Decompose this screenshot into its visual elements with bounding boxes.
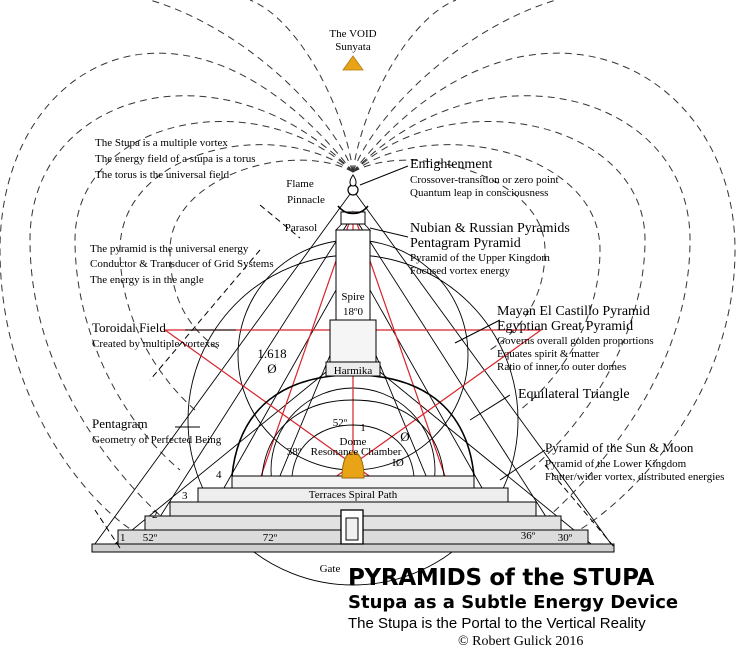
pointer-lines xyxy=(94,165,616,549)
egyptian-title: Egyptian Great Pyramid xyxy=(497,319,633,334)
credit: © Robert Gulick 2016 xyxy=(458,634,584,649)
enlightenment-note-1: Crossover-transition or zero point xyxy=(410,174,559,186)
terrace-4: 4 xyxy=(216,469,222,481)
pyramid-note-1: The pyramid is the universal energy xyxy=(90,243,249,255)
resonance-bell-icon xyxy=(341,451,365,479)
terrace-3: 3 xyxy=(182,490,188,502)
toroidal-field-title: Toroidal Field xyxy=(92,320,166,335)
dome-angle: 52º xyxy=(333,417,348,429)
pyramid-note-2: Conductor & Transducer of Grid Systems xyxy=(90,258,274,270)
dome-number: 1 xyxy=(360,422,366,434)
terrace-2: 2 xyxy=(152,509,158,521)
sunyata-label: Sunyata xyxy=(335,41,371,53)
toroidal-field-sub: Created by multiple vortexes xyxy=(92,338,219,350)
flame-label: Flame xyxy=(286,178,314,190)
toroidal-field-lines xyxy=(0,0,736,541)
title-block: PYRAMIDS of the STUPA Stupa as a Subtle … xyxy=(348,565,736,650)
pentagram-sub: Geometry of Perfected Being xyxy=(92,434,222,446)
main-title: PYRAMIDS of the STUPA xyxy=(348,565,655,591)
mayan-title: Mayan El Castillo Pyramid xyxy=(497,304,650,319)
gate-label: Gate xyxy=(320,563,341,575)
pyramid-note-3: The energy is in the angle xyxy=(90,274,204,286)
angle-30: 30º xyxy=(558,532,573,544)
dome-label: Dome xyxy=(340,436,367,448)
sun-moon-title: Pyramid of the Sun & Moon xyxy=(545,440,694,455)
mayan-note-1: Governs overall golden proportions xyxy=(497,335,654,347)
terraces-label: Terraces Spiral Path xyxy=(309,489,398,501)
pentagram-pyramid-title: Pentagram Pyramid xyxy=(410,236,521,251)
angle-72: 72º xyxy=(263,532,278,544)
phi-left: Ø xyxy=(267,361,276,376)
nubian-note-1: Pyramid of the Upper Kingdom xyxy=(410,252,550,264)
nubian-title: Nubian & Russian Pyramids xyxy=(410,221,570,236)
enlightenment-title: Enlightenment xyxy=(410,157,493,172)
harmika-label: Harmika xyxy=(334,365,373,377)
pinnacle-label: Pinnacle xyxy=(287,194,325,206)
base-left-angle: 52º xyxy=(143,532,158,544)
nubian-note-2: Focused vortex energy xyxy=(410,265,510,277)
stupa-structure xyxy=(91,174,615,553)
tagline: The Stupa is the Portal to the Vertical … xyxy=(348,615,646,632)
mayan-note-3: Ratio of inner to outer domes xyxy=(497,361,626,373)
phi-right-2: IØ xyxy=(392,457,404,469)
void-pyramid-icon xyxy=(342,55,364,71)
mayan-note-2: Equates spirit & matter xyxy=(497,348,600,360)
subtitle: Stupa as a Subtle Energy Device xyxy=(348,592,679,613)
golden-ratio-label: 1.618 xyxy=(257,346,286,361)
phi-right: Ø xyxy=(400,429,409,444)
resonance-chamber-label: Resonance Chamber xyxy=(311,446,402,458)
terrace-1: 1 xyxy=(120,532,126,544)
stupa-note-3: The torus is the universal field xyxy=(95,169,230,181)
sun-moon-note-1: Pyramid of the Lower Kingdom xyxy=(545,458,687,470)
pentagram-title: Pentagram xyxy=(92,416,148,431)
spire-label: Spire xyxy=(341,291,364,303)
stupa-note-2: The energy field of a stupa is a torus xyxy=(95,153,255,165)
void-label: The VOID xyxy=(329,28,376,40)
equilateral-triangle-label: Equilateral Triangle xyxy=(518,387,630,402)
resonance-angle: 38º xyxy=(287,446,302,458)
stupa-note-1: The Stupa is a multiple vortex xyxy=(95,137,228,149)
angle-36: 36º xyxy=(521,530,536,542)
sun-moon-note-2: Flatter/wider vortex, distributed energi… xyxy=(545,471,724,483)
spire-angle: 18º0 xyxy=(343,306,363,318)
enlightenment-note-2: Quantum leap in consciousness xyxy=(410,187,548,199)
parasol-label: Parasol xyxy=(285,222,317,234)
